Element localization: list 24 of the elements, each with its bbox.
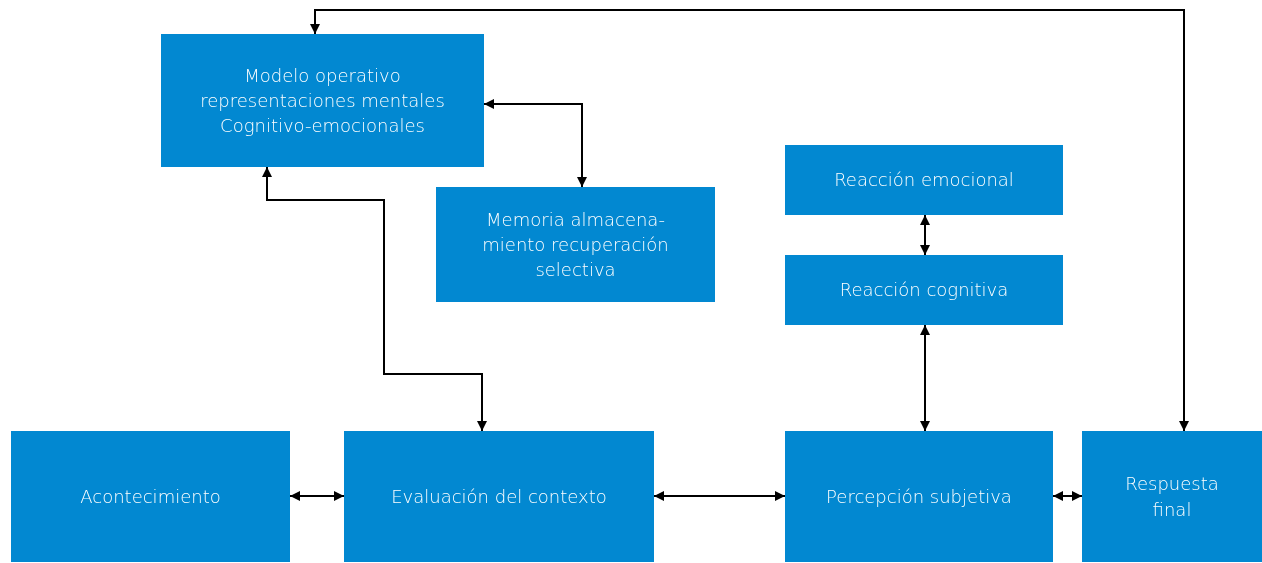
process-box [11, 431, 290, 562]
process-box [1082, 431, 1262, 562]
box-label: Memoria almacena- miento recuperación selectiva [481, 207, 670, 283]
box-label: Respuesta final [1124, 472, 1220, 522]
arrow [262, 166, 487, 432]
box-label: Acontecimiento [80, 484, 221, 509]
process-box [344, 431, 654, 562]
process-box [785, 255, 1063, 325]
process-box [436, 187, 715, 302]
process-box [785, 145, 1063, 215]
process-box [161, 34, 484, 167]
box-label: Evaluación del contexto [391, 484, 607, 509]
arrow [920, 214, 930, 256]
arrow [920, 324, 930, 432]
process-box [785, 431, 1053, 562]
arrow [483, 99, 587, 188]
arrow [310, 9, 1189, 432]
arrow [289, 491, 345, 501]
arrow [1052, 491, 1083, 501]
box-label: Reacción cognitiva [839, 278, 1009, 303]
box-label: Percepción subjetiva [826, 484, 1012, 509]
box-label: Modelo operativo representaciones mentales Cognitivo-emocionales [199, 63, 446, 139]
arrow [653, 491, 786, 501]
box-label: Reacción emocional [834, 168, 1014, 193]
